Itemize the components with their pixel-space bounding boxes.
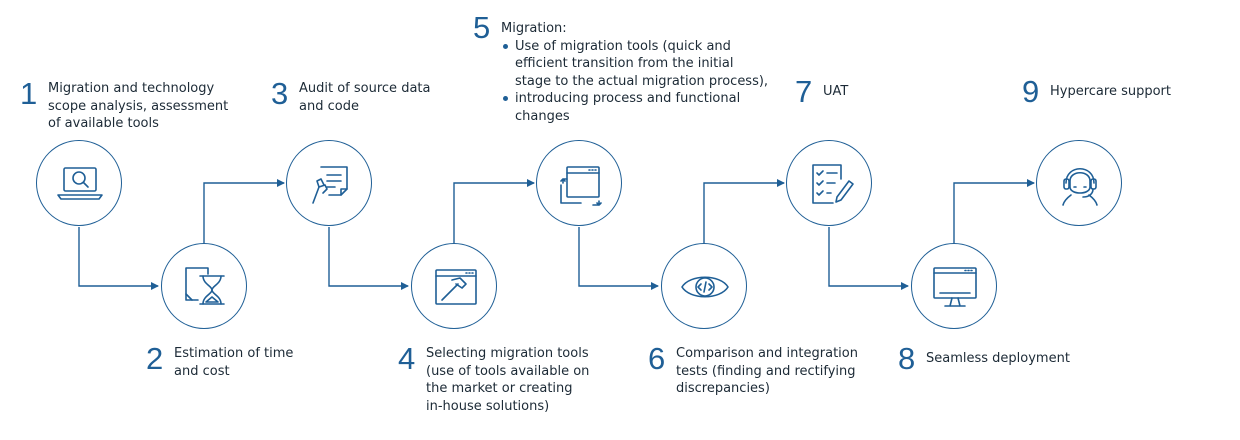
- step-description: Estimation of time and cost: [174, 346, 294, 379]
- browser-sync-icon: [560, 166, 602, 206]
- monitor-icon: [933, 267, 977, 307]
- step-number: 2: [146, 341, 164, 376]
- connector-2-3: [203, 179, 285, 243]
- headset-icon: [1062, 168, 1098, 206]
- step-9-node: [1036, 140, 1122, 226]
- connector-1-2: [78, 227, 159, 290]
- eye-code-icon: [681, 276, 729, 298]
- step-description: UAT: [823, 84, 849, 99]
- step-5-title: Migration:: [501, 21, 567, 36]
- step-number: 1: [20, 76, 38, 111]
- step-4-node: [411, 243, 497, 329]
- step-description: Migration: Use of migration tools (quick…: [501, 20, 768, 125]
- checklist-pencil-icon: [812, 164, 854, 204]
- step-2-node: [161, 243, 247, 329]
- connector-3-4: [328, 227, 409, 290]
- step-number: 9: [1022, 74, 1040, 109]
- connector-8-9: [953, 179, 1035, 243]
- step-5-bullets: Use of migration tools (quick and effici…: [501, 38, 768, 126]
- connector-7-8: [828, 227, 909, 290]
- step-description: Selecting migration tools (use of tools …: [426, 346, 590, 414]
- step-1-node: [36, 140, 122, 226]
- connector-4-5: [453, 179, 535, 243]
- connector-6-7: [703, 179, 785, 243]
- step-number: 3: [271, 76, 289, 111]
- step-5-node: [536, 140, 622, 226]
- step-description: Audit of source data and code: [299, 81, 431, 114]
- step-number: 8: [898, 341, 916, 376]
- connector-5-6: [578, 227, 659, 290]
- step-number: 7: [795, 74, 813, 109]
- hand-document-icon: [312, 166, 348, 204]
- laptop-search-icon: [57, 167, 103, 200]
- bullet-item: introducing process and functional chang…: [501, 90, 768, 125]
- step-description: Migration and technology scope analysis,…: [48, 81, 229, 131]
- browser-hammer-icon: [435, 269, 477, 305]
- step-8-node: [911, 243, 997, 329]
- step-number: 5: [473, 10, 491, 45]
- step-description: Comparison and integration tests (findin…: [676, 346, 858, 396]
- step-number: 4: [398, 341, 416, 376]
- bullet-item: Use of migration tools (quick and effici…: [501, 38, 768, 91]
- step-6-node: [661, 243, 747, 329]
- step-number: 6: [648, 341, 666, 376]
- step-description: Seamless deployment: [926, 351, 1070, 366]
- step-7-node: [786, 140, 872, 226]
- step-description: Hypercare support: [1050, 84, 1171, 99]
- step-3-node: [286, 140, 372, 226]
- document-hourglass-icon: [185, 267, 225, 305]
